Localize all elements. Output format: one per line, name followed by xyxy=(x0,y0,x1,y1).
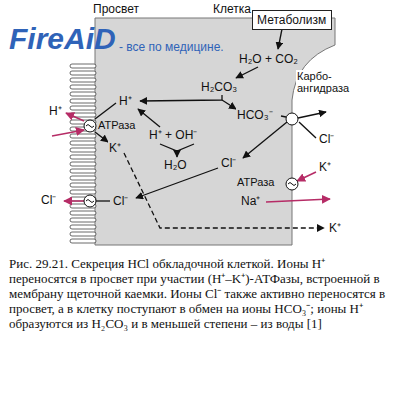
arrow xyxy=(96,200,110,201)
pump-arrow xyxy=(66,113,84,121)
tilde xyxy=(86,125,296,203)
microvillus xyxy=(70,85,96,89)
microvillus xyxy=(70,183,96,187)
microvillus xyxy=(70,232,96,236)
ion-label: K⁺ xyxy=(318,160,332,174)
region-label: Клетка xyxy=(212,2,252,16)
reaction-merge xyxy=(160,144,194,157)
arrow xyxy=(136,168,218,198)
microvillus xyxy=(70,169,96,173)
chemical-formula: H₂O + CO₂ xyxy=(238,52,299,66)
microvillus xyxy=(70,148,96,152)
dashed-arrow xyxy=(124,153,324,228)
ion-label: Cl⁻ xyxy=(220,156,237,170)
microvillus xyxy=(70,92,96,96)
figure-caption: Рис. 29.21. Секреция HCl обкладочной кле… xyxy=(8,256,394,331)
ion-label: H⁺ + OH⁻ xyxy=(148,128,198,142)
box-text: Метаболизм xyxy=(253,11,330,29)
ion-label: Cl⁻ xyxy=(112,194,129,208)
ion-label: H⁺ xyxy=(48,104,63,118)
microvillus xyxy=(70,134,96,138)
brush-border xyxy=(70,64,96,243)
pump-arrow xyxy=(52,130,84,136)
region-label: Просвет xyxy=(92,2,140,16)
arrow xyxy=(281,116,286,117)
arrow xyxy=(243,122,287,158)
watermark: FireAiD xyxy=(8,22,117,56)
watermark: - все по медицине. xyxy=(118,40,225,54)
microvillus xyxy=(70,141,96,145)
microvillus xyxy=(70,106,96,110)
chemical-formula: H₂O xyxy=(163,158,188,172)
enzyme-label: АТРаза xyxy=(236,176,275,188)
microvillus xyxy=(70,211,96,215)
pump-arrow xyxy=(297,172,316,181)
microvillus xyxy=(70,190,96,194)
arrow xyxy=(278,29,282,49)
chemical-formula: H₂CO₃ xyxy=(200,80,238,94)
microvillus xyxy=(70,64,96,68)
pink-arrows xyxy=(52,113,330,202)
arrow xyxy=(95,132,108,142)
ion-label: Na⁺ xyxy=(240,194,261,208)
enzyme-label: АТРаза xyxy=(97,119,136,131)
microvillus xyxy=(70,225,96,229)
ion-label: H⁺ xyxy=(118,94,133,108)
microvillus xyxy=(70,71,96,75)
ion-label: K⁺ xyxy=(108,141,122,155)
arrow xyxy=(222,100,236,109)
microvillus xyxy=(70,78,96,82)
microvillus xyxy=(70,239,96,243)
microvillus xyxy=(70,162,96,166)
black-arrows xyxy=(95,29,326,228)
arrow xyxy=(299,122,316,138)
arrow xyxy=(236,67,258,78)
arrow xyxy=(298,112,326,118)
pump-arrow xyxy=(64,200,84,202)
exchanger-symbol xyxy=(286,113,298,125)
microvillus xyxy=(70,176,96,180)
pump-arrow xyxy=(266,199,330,202)
microvillus xyxy=(70,99,96,103)
ion-label: Cl⁻ xyxy=(318,132,335,146)
microvillus xyxy=(70,155,96,159)
arrow xyxy=(95,103,116,119)
ion-label: K⁺ xyxy=(328,221,342,235)
transporters xyxy=(84,113,298,207)
arrow xyxy=(138,109,160,127)
enzyme-label: Карбо- ангидраза xyxy=(296,70,360,94)
ion-label: HCO₃⁻ xyxy=(236,108,274,122)
arrow xyxy=(140,95,222,101)
microvillus xyxy=(70,218,96,222)
ion-label: Cl⁻ xyxy=(40,193,57,207)
cell-body xyxy=(95,18,335,245)
process-box: Метаболизм xyxy=(252,10,332,30)
